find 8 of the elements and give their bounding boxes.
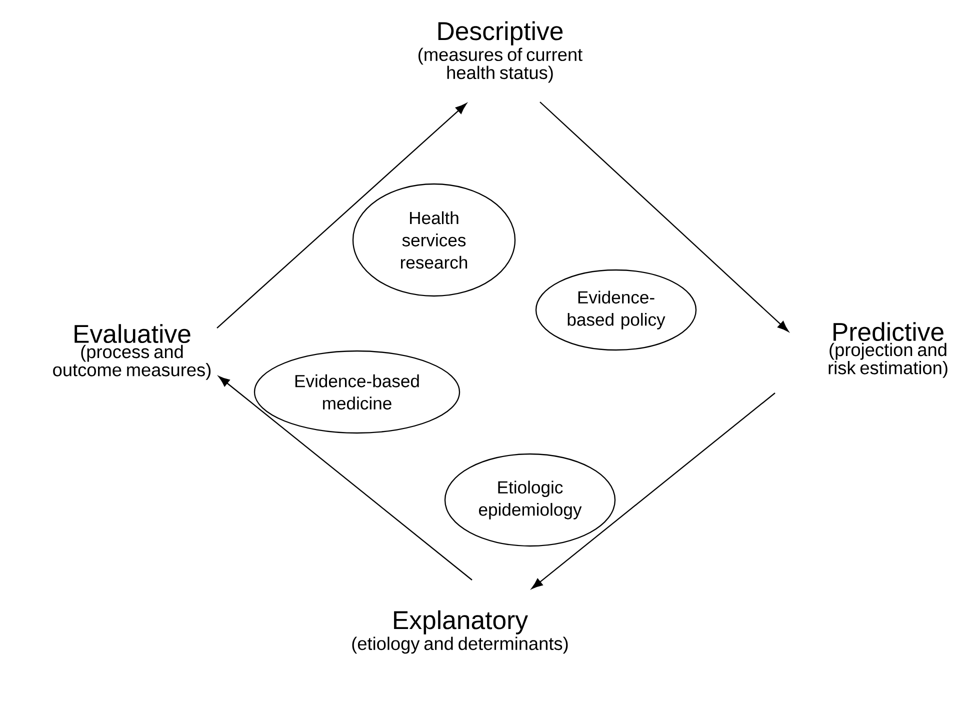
- arrow: [218, 376, 472, 580]
- category-label: Descriptive (measures of current health status): [418, 21, 582, 83]
- category-label: Predictive (projection and risk estimation): [828, 322, 948, 378]
- arrow: [531, 392, 776, 589]
- category-label: Explanatory (etiology and determinants): [352, 610, 568, 654]
- arrow: [540, 102, 789, 332]
- arrow: [216, 103, 467, 328]
- category-label: Evaluative (process and outcome measures): [53, 324, 211, 380]
